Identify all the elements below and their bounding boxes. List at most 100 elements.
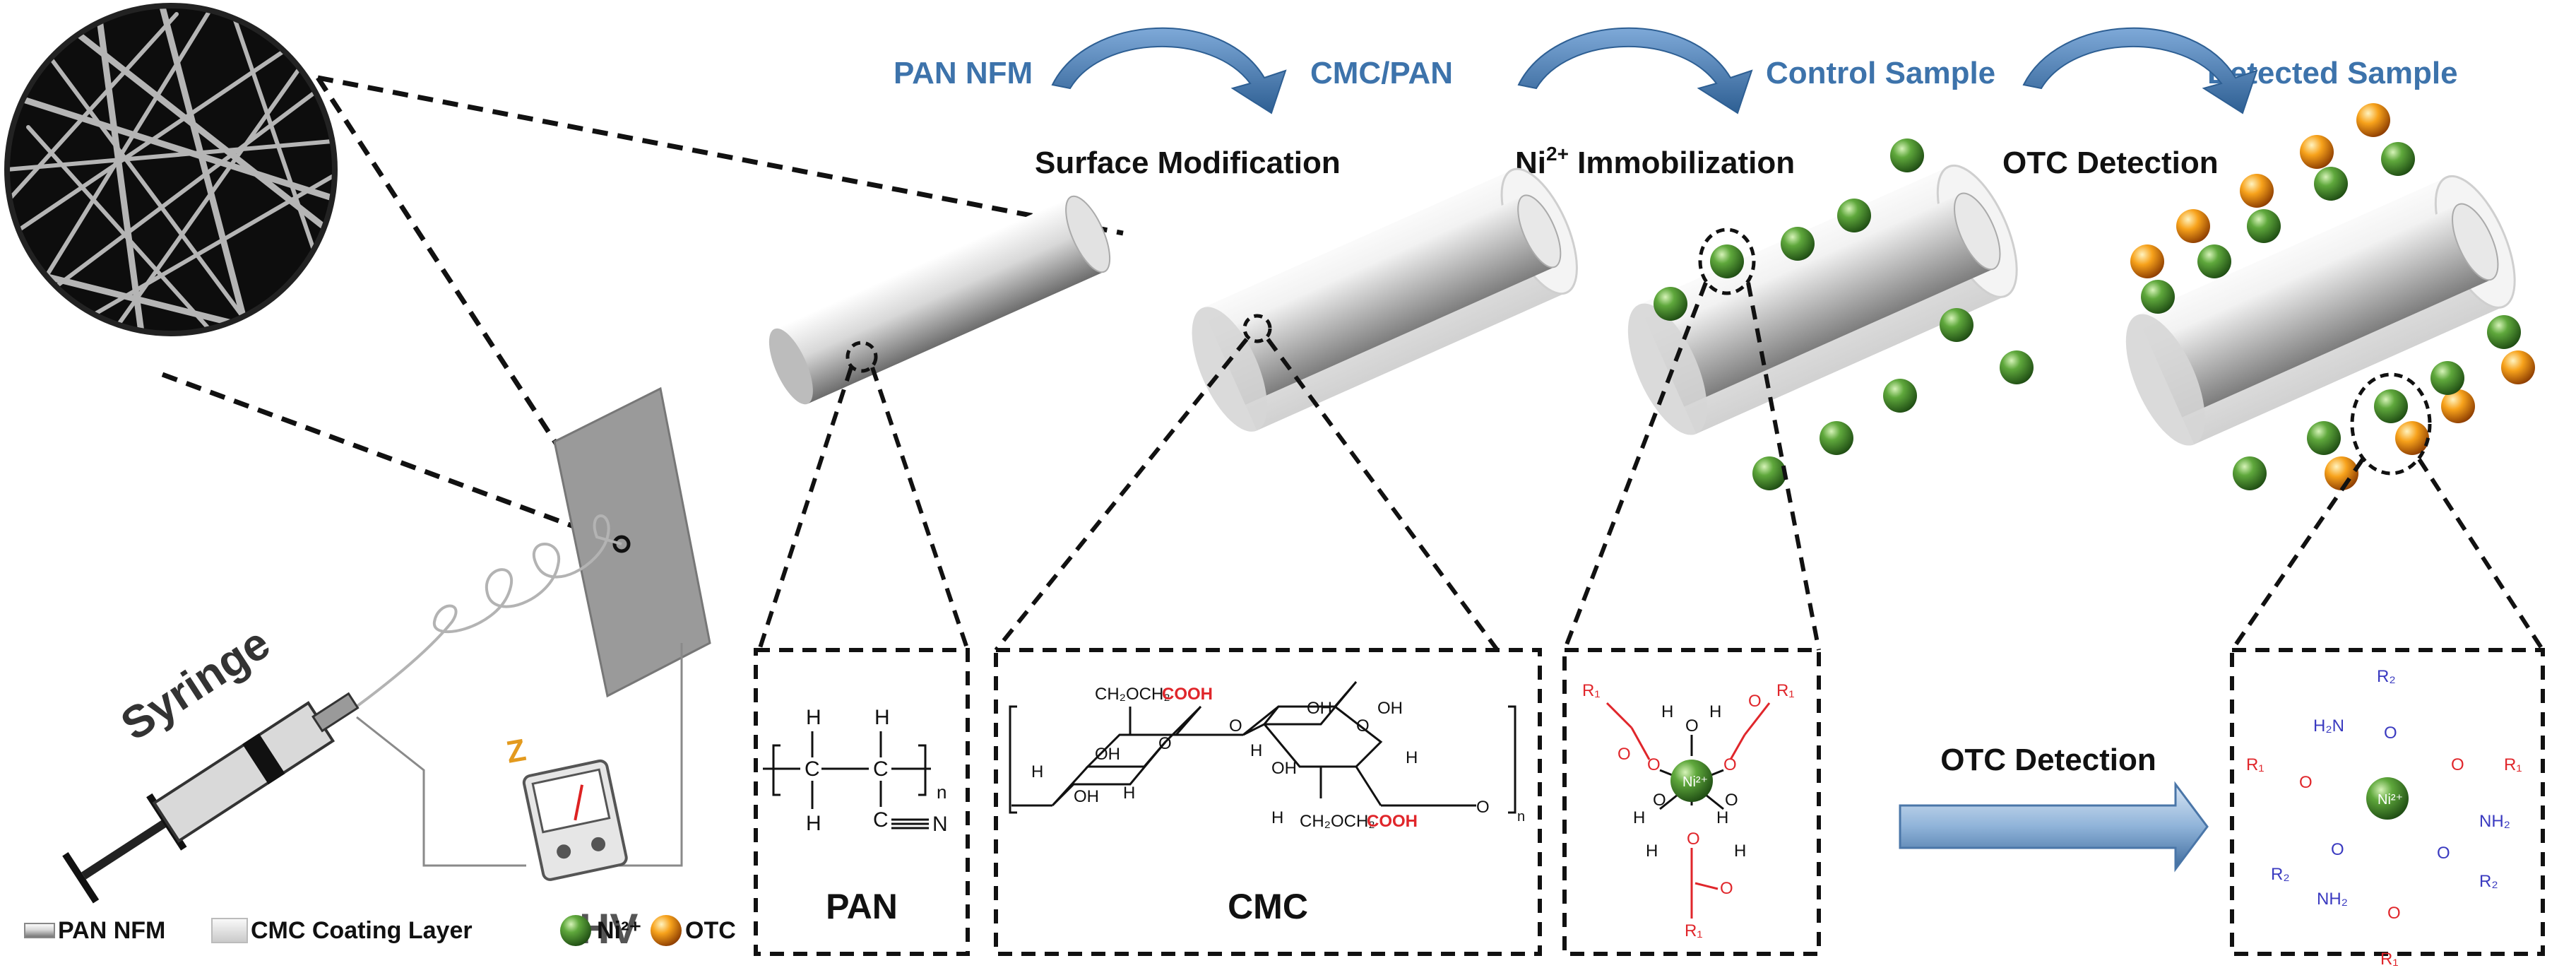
svg-text:NH₂: NH₂ — [2479, 812, 2510, 831]
svg-text:C: C — [873, 808, 889, 832]
svg-text:H: H — [1734, 842, 1746, 861]
svg-text:O: O — [2331, 840, 2344, 859]
svg-text:n: n — [937, 781, 946, 803]
ni-ion — [2247, 209, 2281, 243]
svg-text:H: H — [1031, 762, 1043, 781]
otc-detection-arrow: OTC Detection — [1899, 743, 2209, 873]
svg-text:R₂: R₂ — [2271, 865, 2290, 884]
sem-fiber — [10, 12, 179, 200]
svg-text:H: H — [1271, 808, 1283, 827]
otc-detection-arrow-label: OTC Detection — [1940, 743, 2156, 777]
svg-text:O: O — [1685, 716, 1699, 736]
otc-molecule — [2395, 421, 2429, 455]
svg-text:H: H — [806, 812, 821, 835]
svg-text:O: O — [2451, 755, 2464, 774]
svg-text:CH₂OCH₂: CH₂OCH₂ — [1300, 812, 1375, 831]
legend-cmc-icon — [211, 918, 248, 943]
legend-pan-icon — [24, 923, 55, 938]
svg-text:H: H — [1661, 702, 1673, 721]
ni-ion — [1752, 456, 1786, 490]
svg-text:H: H — [1633, 808, 1645, 827]
electrospinning-setup: Z HV Syringe — [62, 386, 711, 952]
svg-text:Ni²⁺: Ni²⁺ — [2378, 792, 2403, 808]
svg-text:O: O — [1653, 791, 1666, 810]
svg-text:H: H — [1406, 748, 1418, 767]
sem-fiber — [47, 54, 256, 331]
ni-ion — [2381, 142, 2415, 176]
svg-text:OH: OH — [1074, 787, 1099, 806]
otc-molecule — [2300, 135, 2334, 169]
svg-text:H: H — [806, 706, 821, 729]
otc-molecule — [2130, 244, 2164, 278]
pan-box-label: PAN — [826, 887, 898, 926]
svg-text:OH: OH — [1377, 699, 1403, 718]
process-header: PAN NFM CMC/PAN Control Sample Detected … — [894, 27, 2458, 180]
curved-arrow-3 — [2022, 27, 2258, 114]
step1-from: PAN NFM — [894, 56, 1033, 90]
curved-arrow-1 — [1051, 27, 1287, 114]
zoom-lines — [757, 281, 2545, 651]
ni-ion — [1837, 199, 1871, 232]
ni-complex-control: Ni²⁺ O H H H H H H O O R₁ R₁ O O O O O O… — [1582, 681, 1794, 940]
svg-text:n: n — [1517, 809, 1525, 825]
otc-molecule — [2441, 389, 2475, 423]
svg-text:O: O — [1158, 734, 1172, 753]
step1-process: Surface Modification — [1035, 146, 1341, 180]
step3-process: OTC Detection — [2002, 146, 2219, 180]
svg-text:O: O — [1618, 745, 1631, 764]
sem-fiber — [40, 8, 214, 285]
sem-fiber — [95, 11, 145, 331]
ni-ion — [2141, 280, 2175, 314]
step2-process: Ni2+ Immobilization — [1515, 143, 1795, 180]
sem-fiber — [26, 125, 214, 331]
legend: PAN NFM CMC Coating Layer Ni²⁺ OTC — [24, 915, 736, 946]
sem-fiber — [12, 40, 299, 235]
svg-text:H: H — [1250, 741, 1262, 760]
svg-text:C: C — [805, 757, 820, 781]
legend-otc-icon — [651, 915, 682, 946]
svg-text:O: O — [1356, 716, 1370, 736]
cmc-box-label: CMC — [1228, 887, 1308, 926]
otc-molecule — [2356, 103, 2390, 137]
ni-ion — [1940, 308, 1973, 342]
step2-to: Control Sample — [1766, 56, 1995, 90]
svg-text:O: O — [2299, 773, 2313, 792]
ni-ion — [1710, 244, 1744, 278]
hv-meter — [522, 759, 628, 881]
sem-fiber — [40, 83, 327, 299]
legend-ni-label: Ni²⁺ — [597, 917, 641, 944]
collector-plate — [553, 386, 711, 698]
polymer-jet — [331, 514, 622, 726]
zoom-markers — [845, 228, 2432, 476]
otc-molecule — [2325, 456, 2358, 490]
ni-ion — [2487, 315, 2521, 349]
control-sample-fiber — [1627, 164, 2018, 435]
svg-text:R₁: R₁ — [2246, 755, 2264, 774]
svg-text:O: O — [1687, 830, 1700, 849]
svg-text:R₁: R₁ — [2504, 755, 2522, 774]
svg-text:OH: OH — [1095, 745, 1120, 764]
svg-text:NH₂: NH₂ — [2317, 890, 2348, 909]
legend-cmc-label: CMC Coating Layer — [251, 917, 473, 944]
ni-ion — [1883, 379, 1917, 413]
svg-text:OH: OH — [1271, 759, 1297, 778]
svg-text:R₂: R₂ — [2377, 667, 2396, 686]
svg-text:H₂N: H₂N — [2313, 716, 2344, 736]
svg-text:O: O — [2387, 904, 2401, 923]
ni-ion — [2374, 389, 2408, 423]
ni-ion — [1820, 421, 1853, 455]
svg-text:OH: OH — [1307, 699, 1332, 718]
svg-text:O: O — [1720, 879, 1733, 898]
otc-molecule — [2176, 209, 2210, 243]
step1-to: CMC/PAN — [1310, 56, 1453, 90]
svg-text:Z: Z — [504, 733, 528, 770]
ni-ion — [2314, 167, 2348, 201]
svg-text:C: C — [873, 757, 889, 781]
svg-text:CH₂OCH₂: CH₂OCH₂ — [1095, 685, 1170, 704]
sem-fiber — [67, 25, 332, 237]
curved-arrow-2 — [1517, 27, 1753, 114]
ni-ion — [2430, 361, 2464, 395]
particles — [1654, 103, 2535, 490]
svg-text:O: O — [1229, 716, 1242, 736]
